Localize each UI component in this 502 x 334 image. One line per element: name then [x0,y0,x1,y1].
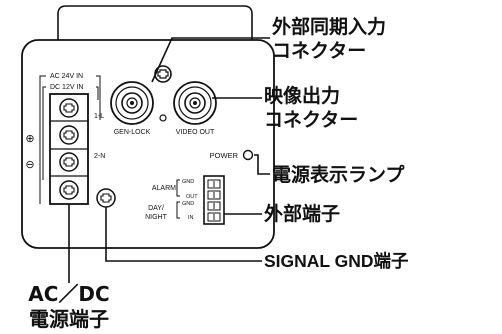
camera-top-housing [57,5,253,40]
terminal-screw-1-icon [59,98,79,118]
external-terminal-block [203,175,225,225]
gnd-top-label: GND [182,179,194,185]
alarm-label: ALARM [152,185,176,192]
gen-lock-callout-line1: 外部同期入力 [272,15,386,38]
video-out-callout-line2: コネクター [264,109,358,131]
gnd-bottom-label: GND [182,201,194,207]
camera-rear-body [21,39,275,249]
in-label: IN [188,215,194,221]
dc-bracket-right [96,86,99,100]
power-label: POWER [210,151,239,160]
terminal-screw-2-icon [59,125,79,145]
video-out-label: VIDEO OUT [176,129,215,136]
video-out-bnc-connector-icon [173,81,217,125]
terminal-screw-3-icon [59,152,79,172]
power-lamp-leader-line [254,154,270,175]
gen-lock-label: GEN-LOCK [114,129,151,136]
dc12v-in-label: DC 12V IN [50,84,83,91]
signal-gnd-screw-icon [96,188,116,208]
minus-symbol-label: ⊖ [25,159,34,171]
external-terminal-callout: 外部端子 [264,202,340,225]
video-out-callout-line1: 映像出力 [264,84,340,107]
ac-bracket-line [39,75,46,204]
terminal-1-l-label: 1-L [94,113,104,120]
dc-bracket-line [42,86,46,180]
plus-symbol-label: ⊕ [25,133,34,145]
day-night-label-line1: DAY/ [148,205,164,212]
ac-bracket-right [96,75,101,120]
out-label: OUT [186,194,198,200]
gen-lock-bnc-connector-icon [110,81,154,125]
gen-lock-callout-line2: コネクター [272,40,366,62]
signal-gnd-callout: SIGNAL GND端子 [264,251,409,271]
signal-gnd-leader-line [105,207,262,262]
center-indicator-dot [159,114,167,122]
power-lamp-icon [242,149,254,161]
gen-lock-leader-line [151,37,270,83]
ac24v-in-label: AC 24V IN [50,73,83,80]
power-lamp-callout: 電源表示ランプ [272,163,405,186]
ac-dc-callout-line1: AC／DC [28,282,109,306]
terminal-2-n-label: 2-N [94,153,105,160]
ac-dc-callout-line2: 電源端子 [29,307,109,331]
day-night-label-line2: NIGHT [145,214,168,221]
terminal-screw-4-icon [59,180,79,200]
